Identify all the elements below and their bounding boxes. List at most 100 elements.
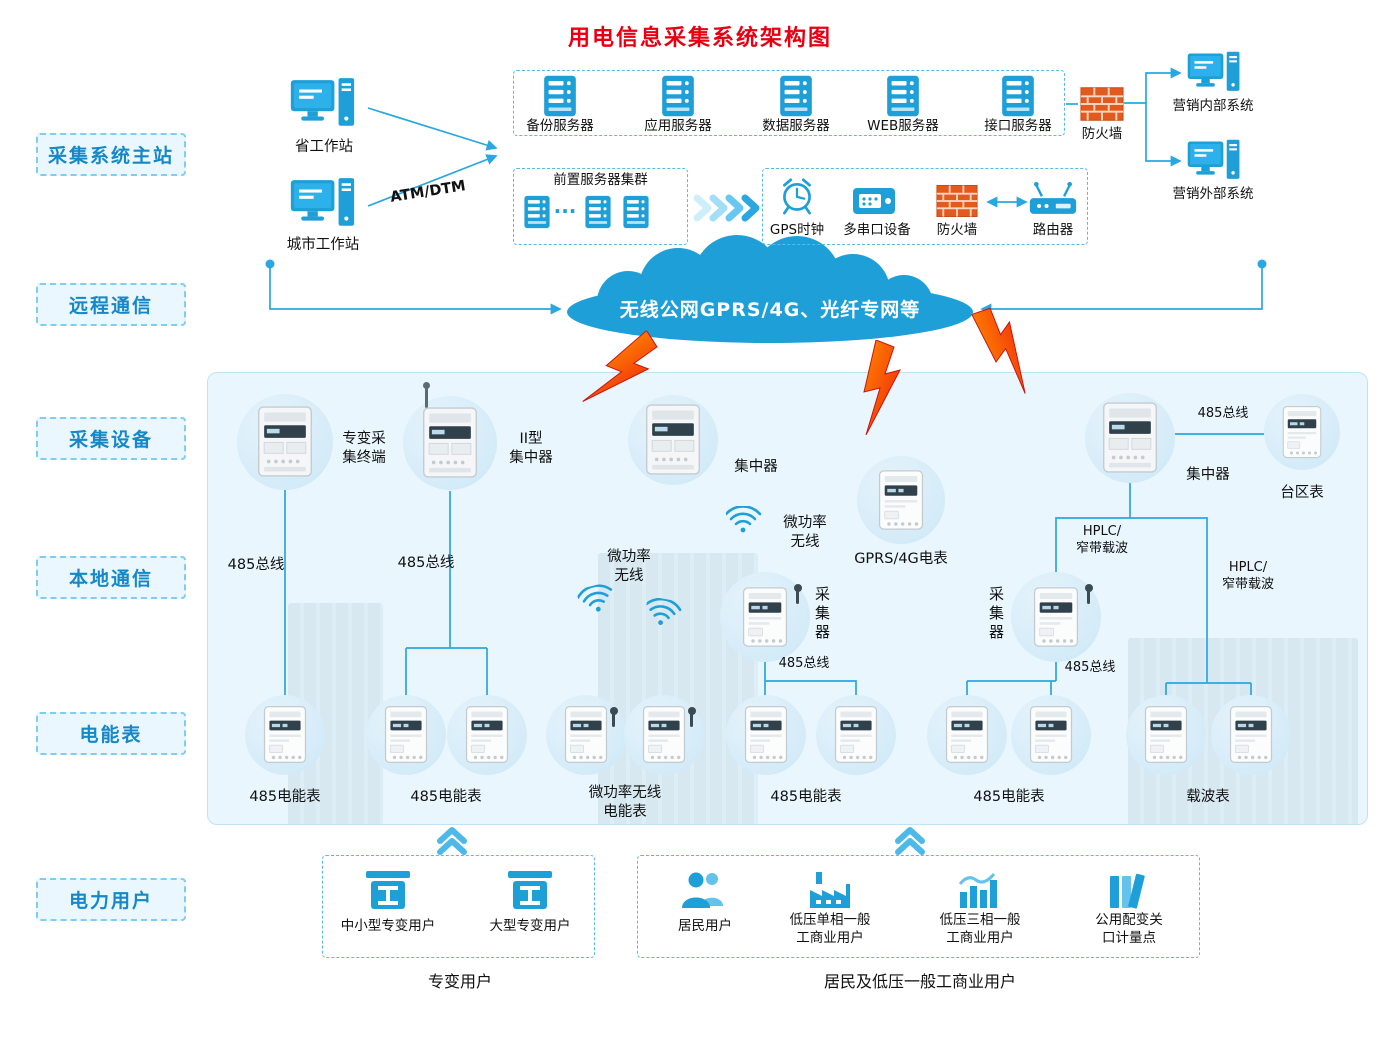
concentrator-right-label: 集中器 (1186, 467, 1230, 483)
marketing-internal-label: 营销内部系统 (1172, 98, 1254, 114)
concentrator-icon (1101, 401, 1159, 474)
side-label-local-comm: 本地通信 (36, 556, 186, 599)
web-server-label: WEB服务器 (867, 118, 939, 134)
comm-devices-box (762, 168, 1088, 245)
province-workstation-label: 省工作站 (295, 139, 353, 155)
marketing-external-label: 营销外部系统 (1172, 186, 1254, 202)
meter-icon (743, 705, 789, 764)
concentrator-icon (421, 406, 479, 479)
bus485-collector-right-label: 485总线 (1064, 660, 1116, 675)
meter-485-collector2-a (927, 695, 1007, 775)
workstation-icon (1186, 50, 1242, 96)
collector-left-label: 采集器 (813, 586, 831, 643)
transformer-collection-terminal (237, 394, 333, 490)
type-ii-concentrator (403, 382, 497, 490)
meter-icon (1028, 705, 1074, 764)
side-label-power-users: 电力用户 (36, 878, 186, 921)
side-label-master-station: 采集系统主站 (36, 133, 186, 176)
concentrator-mid-label: 集中器 (734, 459, 778, 475)
bus485-collector-left-label: 485总线 (778, 656, 830, 671)
server-icon (659, 74, 697, 118)
collector-right-label: 采集器 (987, 586, 1005, 643)
carrier-meter-a (1126, 695, 1206, 775)
lv-three-phase-label: 低压三相一般 工商业用户 (939, 912, 1021, 946)
meter-icon (464, 705, 510, 764)
router-label: 路由器 (1032, 222, 1074, 238)
junction-dot (265, 259, 275, 269)
collector-left (720, 572, 810, 662)
antenna-dongle-icon (609, 707, 618, 727)
chevron-flow-icon (693, 194, 760, 222)
meter-485-single-label: 485电能表 (249, 789, 321, 805)
meter-icon (641, 705, 687, 764)
interface-server-label: 接口服务器 (984, 118, 1052, 134)
server-icon (622, 192, 650, 232)
hplc-left-label: HPLC/ 窄带载波 (1075, 524, 1128, 556)
resident-users-box (637, 855, 1200, 958)
type-ii-concentrator-label: II型 集中器 (509, 431, 553, 466)
junction-dot (1257, 259, 1267, 269)
chart-icon (955, 868, 1003, 910)
meter-485-pair-label: 485电能表 (410, 789, 482, 805)
factory-icon (805, 868, 855, 910)
app-server-label: 应用服务器 (644, 118, 712, 134)
backup-server-label: 备份服务器 (526, 118, 594, 134)
micro-wireless-label-2: 微功率 无线 (783, 515, 827, 550)
public-gateway-label: 公用配变关 口计量点 (1095, 912, 1163, 946)
antenna-dongle-icon (793, 584, 802, 604)
meter-icon (1032, 586, 1080, 648)
workstation-icon (288, 176, 358, 232)
concentrator-mid (628, 395, 718, 485)
meter-485-single (245, 695, 325, 775)
transformer-user-icon (504, 868, 556, 912)
server-group-box (513, 70, 1065, 136)
resident-group-label: 居民及低压一般工商业用户 (823, 972, 1016, 991)
serial-device-icon (851, 182, 897, 220)
antenna-dongle-icon (1084, 584, 1093, 604)
gprs-meter-label: GPRS/4G电表 (854, 551, 948, 567)
micro-wireless-meter-a (546, 695, 626, 775)
server-icon (541, 74, 579, 118)
lv-single-phase-label: 低压单相一般 工商业用户 (789, 912, 871, 946)
up-chevron-icon (437, 827, 925, 855)
people-icon (680, 866, 730, 910)
side-label-remote-comm: 远程通信 (36, 283, 186, 326)
meter-icon (1143, 705, 1189, 764)
meter-icon (563, 705, 609, 764)
collector-right (1011, 572, 1101, 662)
books-icon (1103, 868, 1151, 910)
large-transformer-label: 大型专变用户 (489, 918, 571, 934)
resident-label: 居民用户 (678, 918, 732, 934)
meter-485-collector-b (816, 695, 896, 775)
cloud-icon (567, 235, 973, 343)
server-icon (999, 74, 1037, 118)
data-server-label: 数据服务器 (762, 118, 830, 134)
meter-icon (944, 705, 990, 764)
firewall-icon (936, 184, 978, 218)
firewall-icon (1080, 86, 1124, 122)
gps-clock-label: GPS时钟 (769, 222, 825, 238)
meter-icon (262, 705, 308, 764)
transformer-group-label: 专变用户 (427, 972, 492, 991)
workstation-icon (1186, 138, 1242, 184)
transformer-terminal-label: 专变采 集终端 (342, 431, 386, 466)
station-area-meter (1264, 394, 1340, 470)
meter-icon (877, 469, 925, 531)
firewall-label: 防火墙 (1081, 126, 1123, 142)
micro-wireless-label-1: 微功率 无线 (607, 549, 651, 584)
page-title: 用电信息采集系统架构图 (567, 26, 832, 51)
meter-icon (383, 705, 429, 764)
meter-icon (1228, 705, 1274, 764)
firewall2-label: 防火墙 (936, 222, 978, 238)
carrier-meter-b (1211, 695, 1291, 775)
micro-wireless-meter-label: 微功率无线 电能表 (588, 785, 662, 820)
gps-clock-icon (779, 176, 815, 216)
gprs-4g-meter (857, 456, 945, 544)
micro-wireless-meter-b (624, 695, 704, 775)
router-icon (1028, 180, 1078, 220)
meter-icon (741, 586, 789, 648)
server-icon (777, 74, 815, 118)
server-icon (523, 192, 551, 232)
serial-device-label: 多串口设备 (843, 222, 911, 238)
